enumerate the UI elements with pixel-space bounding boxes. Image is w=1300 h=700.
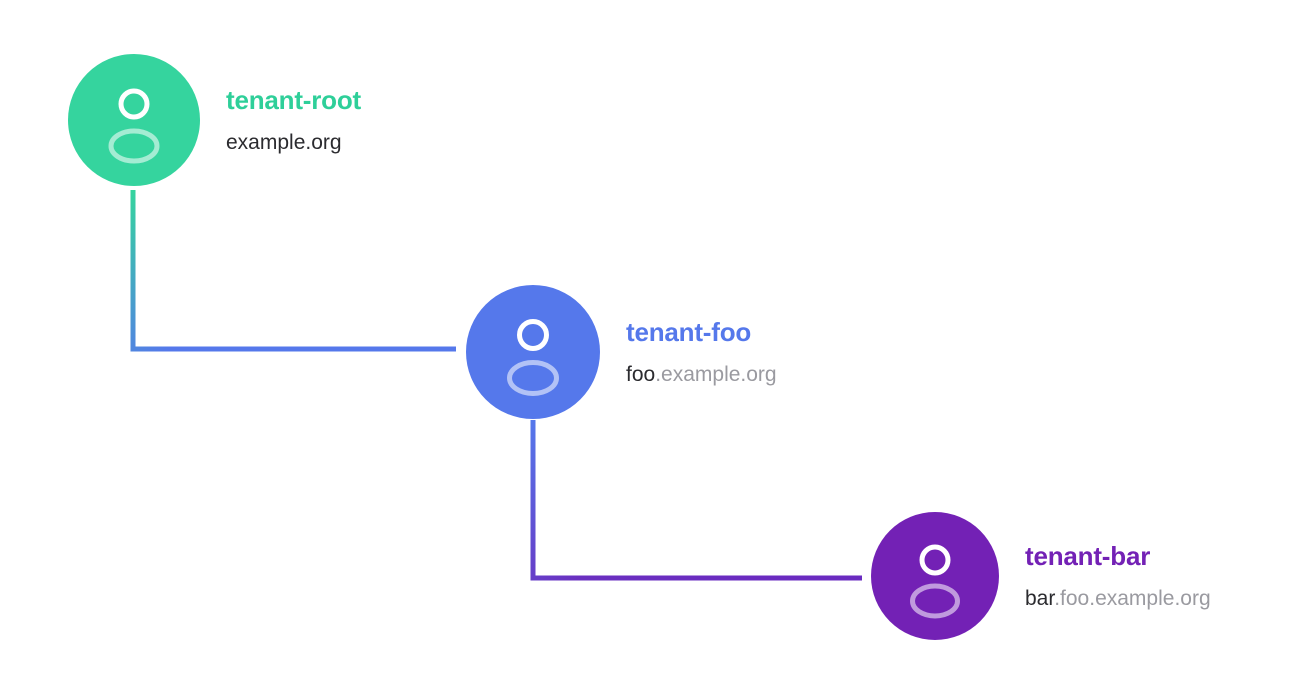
node-domain-tenant-root: example.org: [226, 131, 361, 154]
node-domain-tenant-bar: bar.foo.example.org: [1025, 587, 1211, 610]
avatar-background-circle: [68, 54, 200, 186]
avatar-background-circle: [466, 285, 600, 419]
node-domain-prefix-tenant-bar: bar: [1025, 586, 1055, 610]
person-icon: [68, 54, 200, 186]
node-labels-tenant-bar: tenant-bar bar.foo.example.org: [1025, 542, 1211, 610]
avatar-background-circle: [871, 512, 999, 640]
avatar-tenant-root[interactable]: [68, 54, 200, 186]
node-title-tenant-root: tenant-root: [226, 85, 361, 116]
node-labels-tenant-root: tenant-root example.org: [226, 86, 361, 154]
node-domain-prefix-tenant-root: example.org: [226, 130, 342, 154]
connector-root-to-foo: [130, 190, 456, 352]
node-tenant-root[interactable]: tenant-root example.org: [68, 54, 361, 186]
node-domain-tenant-foo: foo.example.org: [626, 363, 777, 386]
person-body-icon: [507, 360, 559, 396]
person-head-icon: [118, 88, 150, 120]
person-icon: [466, 285, 600, 419]
node-domain-suffix-tenant-foo: .example.org: [655, 362, 777, 386]
person-body-icon: [108, 128, 160, 164]
avatar-tenant-foo[interactable]: [466, 285, 600, 419]
connector-foo-to-bar: [530, 420, 862, 581]
node-title-tenant-bar: tenant-bar: [1025, 541, 1151, 572]
person-icon: [871, 512, 999, 640]
person-body-icon: [910, 583, 960, 619]
person-head-icon: [517, 319, 549, 351]
node-tenant-foo[interactable]: tenant-foo foo.example.org: [466, 285, 777, 419]
person-head-icon: [919, 544, 951, 576]
node-title-tenant-foo: tenant-foo: [626, 317, 752, 348]
node-labels-tenant-foo: tenant-foo foo.example.org: [626, 318, 777, 386]
node-domain-suffix-tenant-bar: .foo.example.org: [1054, 586, 1211, 610]
node-tenant-bar[interactable]: tenant-bar bar.foo.example.org: [871, 512, 1211, 640]
avatar-tenant-bar[interactable]: [871, 512, 999, 640]
node-domain-prefix-tenant-foo: foo: [626, 362, 656, 386]
